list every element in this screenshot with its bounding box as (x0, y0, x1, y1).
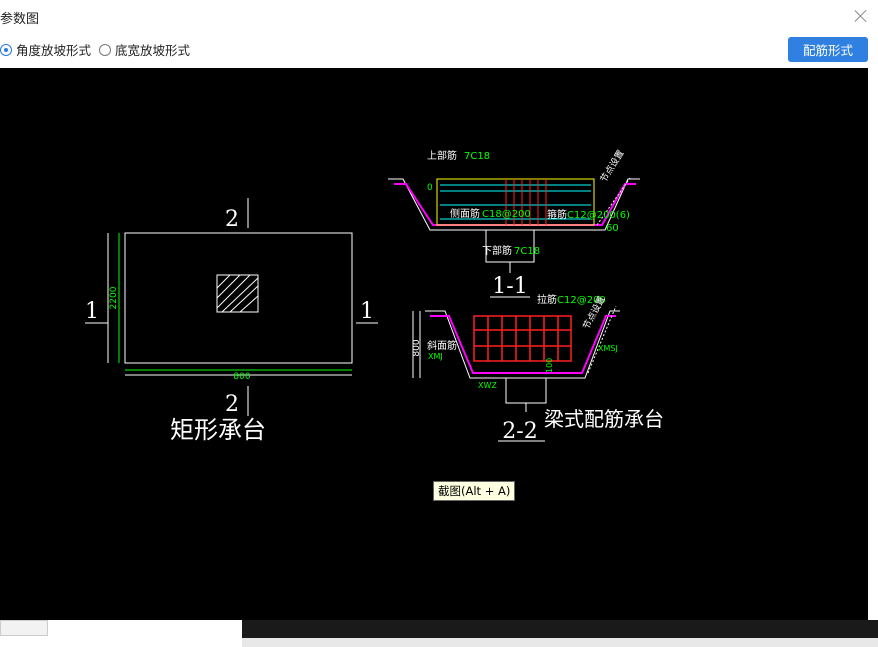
beam-cap-caption: 梁式配筋承台 (544, 407, 664, 431)
background-app-tabs (242, 638, 878, 647)
option-width-slope[interactable]: 底宽放坡形式 (99, 40, 190, 59)
dim-height-label: 2200 (109, 286, 119, 309)
s22-xmsj: XMSJ (598, 344, 618, 353)
background-window-fragment (0, 620, 48, 636)
s11-stirrup-value: C12@200(6) (567, 210, 630, 221)
section-mark-bottom: 2 (225, 392, 239, 417)
option-angle-slope-label: 角度放坡形式 (16, 43, 92, 58)
option-angle-slope[interactable]: 角度放坡形式 (0, 40, 91, 59)
s11-angle: 60 (606, 223, 619, 234)
s22-caption: 2-2 (502, 419, 537, 444)
s22-tie-value: C12@200 (557, 295, 606, 306)
s11-caption: 1-1 (492, 274, 527, 299)
rebar-form-button[interactable]: 配筋形式 (788, 37, 868, 62)
screenshot-tooltip: 截图(Alt + A) (433, 481, 516, 501)
s22-height: 800 (412, 339, 422, 356)
s11-top-value: 7C18 (464, 151, 490, 162)
s11-top-label: 上部筋 (427, 149, 457, 162)
column-hatch-box (216, 274, 259, 313)
s11-side-label: 侧面筋 (450, 207, 480, 220)
dim-width-label: 800 (233, 372, 250, 382)
cad-drawing: 2 2 1 1 2200 800 矩形承台 (85, 148, 664, 444)
s22-tie-label: 拉筋 (537, 293, 557, 306)
section-mark-right: 1 (360, 299, 374, 324)
cad-drawing-canvas: 2 2 1 1 2200 800 矩形承台 (0, 68, 868, 620)
section-mark-left: 1 (85, 299, 99, 324)
s22-hundred: 100 (545, 358, 554, 373)
s22-side-label: 斜面筋 (427, 339, 457, 352)
s11-bottom-label: 下部筋 (482, 244, 512, 257)
slope-mode-group: 角度放坡形式 底宽放坡形式 (0, 40, 198, 59)
cap-plan-outline (124, 232, 353, 364)
option-width-slope-label: 底宽放坡形式 (115, 43, 191, 58)
s11-bottom-value: 7C18 (514, 246, 540, 257)
radio-unchecked-icon[interactable] (99, 43, 112, 56)
s11-side-value: C18@200 (482, 209, 531, 220)
rect-cap-caption: 矩形承台 (170, 416, 266, 444)
section-mark-top: 2 (225, 207, 239, 232)
s11-node-setting: 节点设置 (598, 148, 626, 184)
s22-xmj: XMJ (428, 352, 443, 361)
dialog-title: 参数图 (0, 12, 40, 27)
s11-stirrup-label: 箍筋 (547, 208, 567, 221)
s22-xwz: XWZ (478, 381, 497, 390)
s11-zero: 0 (427, 183, 433, 193)
radio-checked-icon[interactable] (0, 43, 12, 56)
close-icon[interactable] (853, 8, 869, 24)
